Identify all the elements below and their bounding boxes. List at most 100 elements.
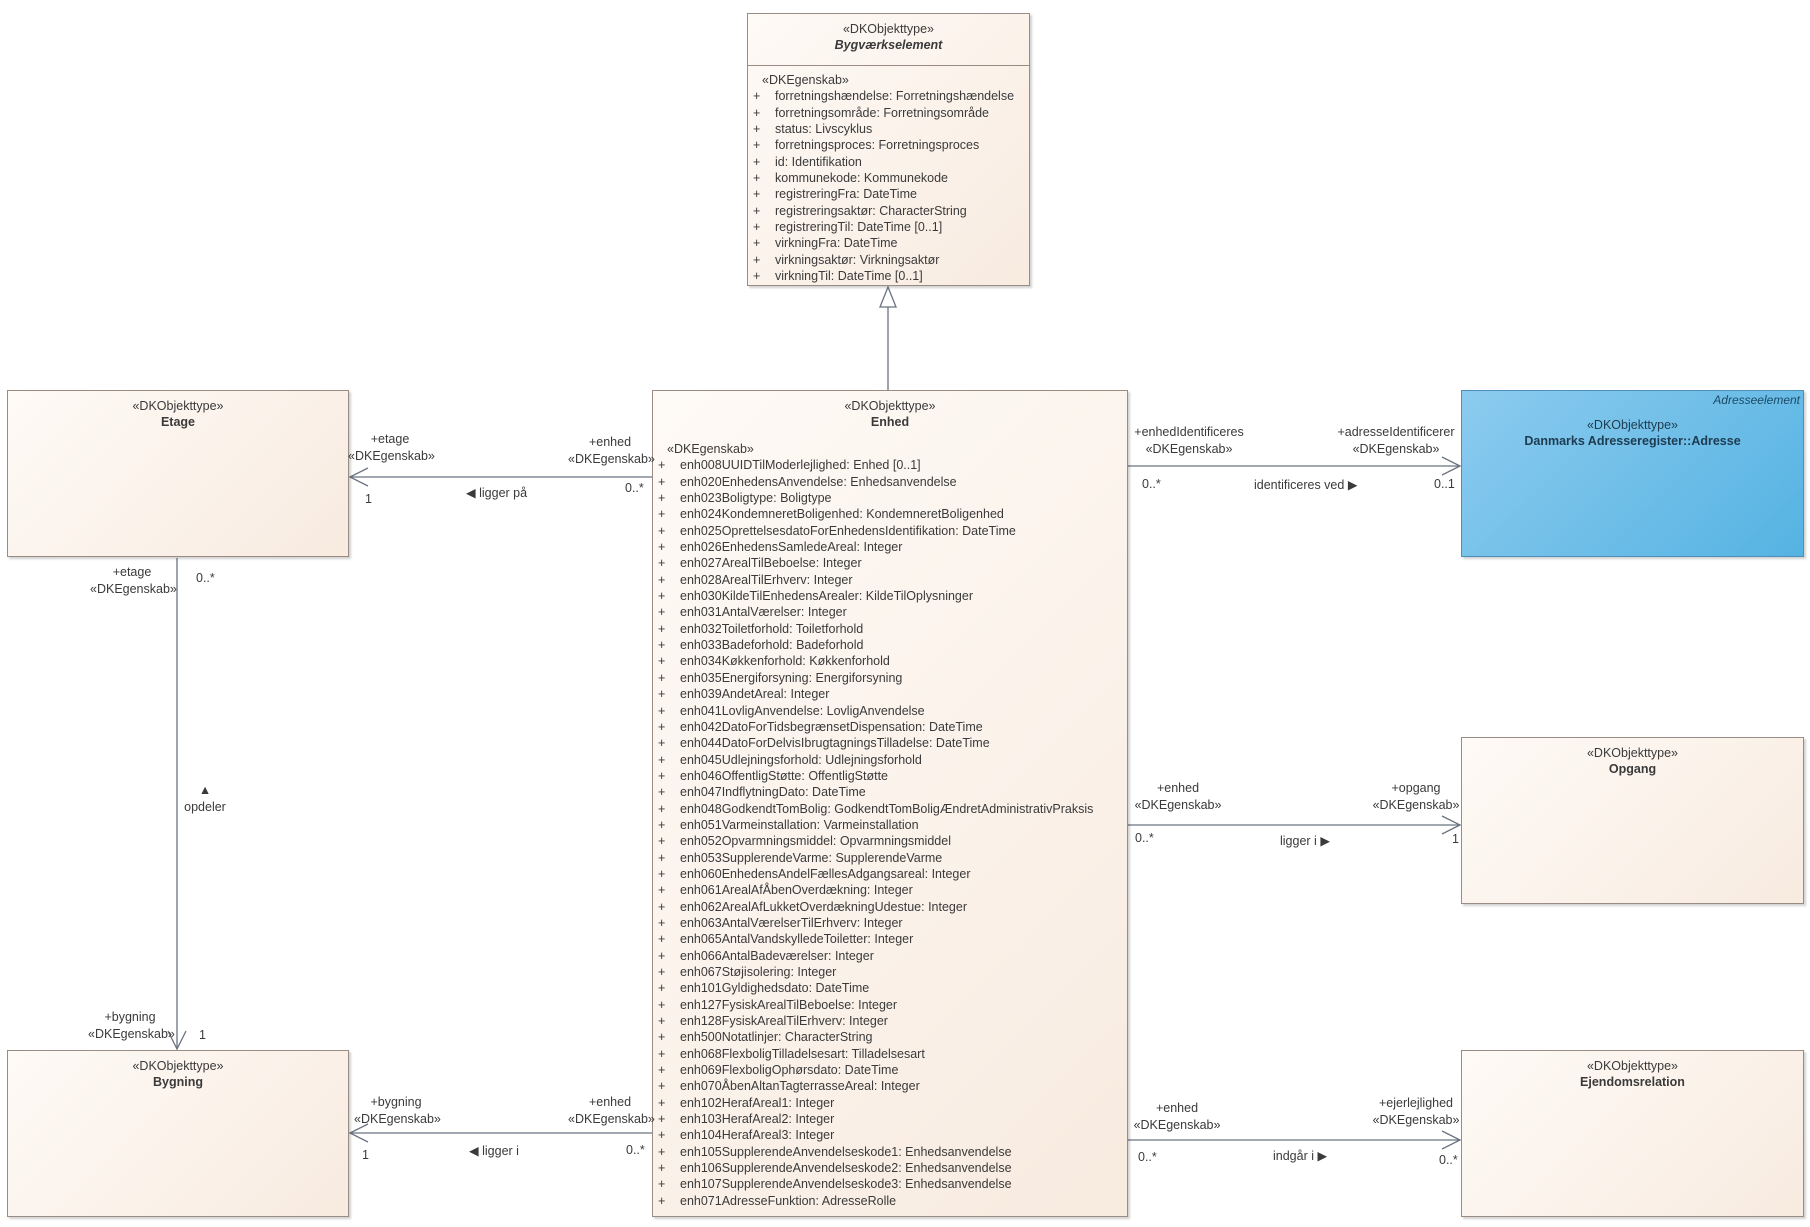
- visibility-marker: +: [658, 981, 666, 996]
- class-attribute[interactable]: +forretningshændelse: Forretningshændels…: [748, 88, 1029, 104]
- class-attribute[interactable]: +enh028ArealTilErhverv: Integer: [653, 572, 1127, 588]
- class-attribute[interactable]: +id: Identifikation: [748, 154, 1029, 170]
- class-attribute[interactable]: +enh060EnhedensAndelFællesAdgangsareal: …: [653, 866, 1127, 882]
- class-attribute[interactable]: +enh008UUIDTilModerlejlighed: Enhed [0..…: [653, 457, 1127, 473]
- class-attribute[interactable]: +enh061ArealAfÅbenOverdækning: Integer: [653, 882, 1127, 898]
- attribute-text: kommunekode: Kommunekode: [775, 171, 949, 186]
- class-attribute[interactable]: +enh068FlexboligTilladelsesart: Tilladel…: [653, 1046, 1127, 1062]
- attribute-text: enh063AntalVærelserTilErhverv: Integer: [680, 915, 903, 930]
- attribute-text: enh070ÅbenAltanTagterrasseAreal: Integer: [680, 1079, 920, 1094]
- class-attribute[interactable]: +enh067Støjisolering: Integer: [653, 964, 1127, 980]
- class-attribute[interactable]: +enh027ArealTilBeboelse: Integer: [653, 555, 1127, 571]
- class-attribute[interactable]: +enh048GodkendtTomBolig: GodkendtTomBoli…: [653, 801, 1127, 817]
- visibility-marker: +: [658, 1095, 666, 1110]
- class-attribute[interactable]: +enh020EnhedensAnvendelse: Enhedsanvende…: [653, 474, 1127, 490]
- attribute-text: id: Identifikation: [775, 154, 862, 169]
- attribute-text: enh048GodkendtTomBolig: GodkendtTomBolig…: [680, 801, 1094, 816]
- class-attribute[interactable]: +enh041LovligAnvendelse: LovligAnvendels…: [653, 703, 1127, 719]
- class-attribute[interactable]: +enh033Badeforhold: Badeforhold: [653, 637, 1127, 653]
- class-attribute[interactable]: +enh045Udlejningsforhold: Udlejningsforh…: [653, 752, 1127, 768]
- class-attribute[interactable]: +enh071AdresseFunktion: AdresseRolle: [653, 1193, 1127, 1209]
- class-attribute[interactable]: +enh107SupplerendeAnvendelseskode3: Enhe…: [653, 1176, 1127, 1192]
- class-attribute[interactable]: +enh104HerafAreal3: Integer: [653, 1127, 1127, 1143]
- class-etage[interactable]: «DKObjekttype» Etage: [7, 390, 349, 557]
- package-tag: Adresseelement: [1713, 393, 1800, 407]
- class-attribute[interactable]: +kommunekode: Kommunekode: [748, 170, 1029, 186]
- role-label: +etage«DKEgenskab»: [348, 432, 435, 463]
- class-attribute[interactable]: +enh106SupplerendeAnvendelseskode2: Enhe…: [653, 1160, 1127, 1176]
- visibility-marker: +: [753, 187, 761, 202]
- attribute-text: enh051Varmeinstallation: Varmeinstallati…: [680, 817, 919, 832]
- class-attribute[interactable]: +enh047IndflytningDato: DateTime: [653, 784, 1127, 800]
- class-attribute[interactable]: +forretningsområde: Forretningsområde: [748, 105, 1029, 121]
- class-attribute[interactable]: +enh062ArealAfLukketOverdækningUdestue: …: [653, 899, 1127, 915]
- visibility-marker: +: [658, 785, 666, 800]
- attribute-text: enh102HerafAreal1: Integer: [680, 1095, 835, 1110]
- class-attribute[interactable]: +enh023Boligtype: Boligtype: [653, 490, 1127, 506]
- visibility-marker: +: [658, 687, 666, 702]
- class-attribute[interactable]: +enh053SupplerendeVarme: SupplerendeVarm…: [653, 850, 1127, 866]
- class-attribute[interactable]: +enh044DatoForDelvisIbrugtagningsTillade…: [653, 735, 1127, 751]
- class-attribute[interactable]: +enh103HerafAreal2: Integer: [653, 1111, 1127, 1127]
- class-attribute[interactable]: +forretningsproces: Forretningsproces: [748, 137, 1029, 153]
- class-attribute[interactable]: +enh063AntalVærelserTilErhverv: Integer: [653, 915, 1127, 931]
- class-attribute[interactable]: +enh031AntalVærelser: Integer: [653, 604, 1127, 620]
- class-enhed[interactable]: «DKObjekttype» Enhed «DKEgenskab» +enh00…: [652, 390, 1128, 1217]
- class-attribute[interactable]: +enh105SupplerendeAnvendelseskode1: Enhe…: [653, 1144, 1127, 1160]
- association-name: identificeres ved ▶: [1254, 478, 1358, 492]
- attribute-text: enh053SupplerendeVarme: SupplerendeVarme: [680, 850, 943, 865]
- class-attribute[interactable]: +enh026EnhedensSamledeAreal: Integer: [653, 539, 1127, 555]
- association-name: ◀ ligger på: [466, 486, 528, 500]
- class-attribute[interactable]: + enh102HerafAreal1: Integer: [653, 1095, 1127, 1111]
- class-attribute[interactable]: +enh035Energiforsyning: Energiforsyning: [653, 670, 1127, 686]
- class-attribute[interactable]: +virkningTil: DateTime [0..1]: [748, 268, 1029, 284]
- class-bygning[interactable]: «DKObjekttype» Bygning: [7, 1050, 349, 1217]
- visibility-marker: +: [658, 1030, 666, 1045]
- class-attribute[interactable]: +enh052Opvarmningsmiddel: Opvarmningsmid…: [653, 833, 1127, 849]
- multiplicity-label: 0..*: [1142, 477, 1161, 491]
- visibility-marker: +: [658, 997, 666, 1012]
- class-attribute[interactable]: +enh039AndetAreal: Integer: [653, 686, 1127, 702]
- class-attribute[interactable]: +enh046OffentligStøtte: OffentligStøtte: [653, 768, 1127, 784]
- visibility-marker: +: [658, 899, 666, 914]
- class-attribute[interactable]: +enh069FlexboligOphørsdato: DateTime: [653, 1062, 1127, 1078]
- visibility-marker: +: [658, 638, 666, 653]
- class-attribute[interactable]: +enh034Køkkenforhold: Køkkenforhold: [653, 653, 1127, 669]
- visibility-marker: +: [658, 817, 666, 832]
- class-attribute[interactable]: +enh042DatoForTidsbegrænsetDispensation:…: [653, 719, 1127, 735]
- class-attribute[interactable]: + enh051Varmeinstallation: Varmeinstallat…: [653, 817, 1127, 833]
- class-attribute[interactable]: +enh025OprettelsesdatoForEnhedensIdentif…: [653, 523, 1127, 539]
- class-attribute[interactable]: +enh024KondemneretBoligenhed: Kondemnere…: [653, 506, 1127, 522]
- class-attribute[interactable]: +enh070ÅbenAltanTagterrasseAreal: Intege…: [653, 1078, 1127, 1094]
- class-attribute[interactable]: +enh030KildeTilEnhedensArealer: KildeTil…: [653, 588, 1127, 604]
- attribute-text: forretningsproces: Forretningsproces: [775, 138, 980, 153]
- class-attribute[interactable]: +registreringFra: DateTime: [748, 186, 1029, 202]
- class-opgang[interactable]: «DKObjekttype» Opgang: [1461, 737, 1804, 904]
- visibility-marker: +: [658, 572, 666, 587]
- class-attribute[interactable]: +registreringTil: DateTime [0..1]: [748, 219, 1029, 235]
- attribute-text: enh106SupplerendeAnvendelseskode2: Enhed…: [680, 1161, 1012, 1176]
- attribute-text: enh042DatoForTidsbegrænsetDispensation: …: [680, 719, 983, 734]
- visibility-marker: +: [658, 752, 666, 767]
- class-attribute[interactable]: +enh101Gyldighedsdato: DateTime: [653, 980, 1127, 996]
- class-attribute[interactable]: +enh066AntalBadeværelser: Integer: [653, 948, 1127, 964]
- role-label: +opgang«DKEgenskab»: [1372, 781, 1460, 812]
- attribute-text: enh034Køkkenforhold: Køkkenforhold: [680, 654, 890, 669]
- visibility-marker: +: [658, 1177, 666, 1192]
- class-attribute[interactable]: +enh127FysiskArealTilBeboelse: Integer: [653, 997, 1127, 1013]
- visibility-marker: +: [753, 203, 761, 218]
- class-attribute[interactable]: +virkningFra: DateTime: [748, 235, 1029, 251]
- class-ejendomsrelation[interactable]: «DKObjekttype» Ejendomsrelation: [1461, 1050, 1804, 1217]
- association-name: ◀ ligger i: [469, 1144, 519, 1158]
- class-attribute[interactable]: +enh065AntalVandskylledeToiletter: Integ…: [653, 931, 1127, 947]
- class-attribute[interactable]: +registreringsaktør: CharacterString: [748, 203, 1029, 219]
- class-attribute[interactable]: +enh128FysiskArealTilErhverv: Integer: [653, 1013, 1127, 1029]
- class-attribute[interactable]: +virkningsaktør: Virkningsaktør: [748, 252, 1029, 268]
- class-bygvaerkselement[interactable]: «DKObjekttype» Bygværkselement «DKEgensk…: [747, 13, 1030, 286]
- class-attribute[interactable]: +status: Livscyklus: [748, 121, 1029, 137]
- direction-arrow-icon: ▶: [1320, 834, 1330, 848]
- class-attribute[interactable]: +enh500Notatlinjer: CharacterString: [653, 1029, 1127, 1045]
- class-adresse[interactable]: Adresseelement «DKObjekttype» Danmarks A…: [1461, 390, 1804, 557]
- class-attribute[interactable]: +enh032Toiletforhold: Toiletforhold: [653, 621, 1127, 637]
